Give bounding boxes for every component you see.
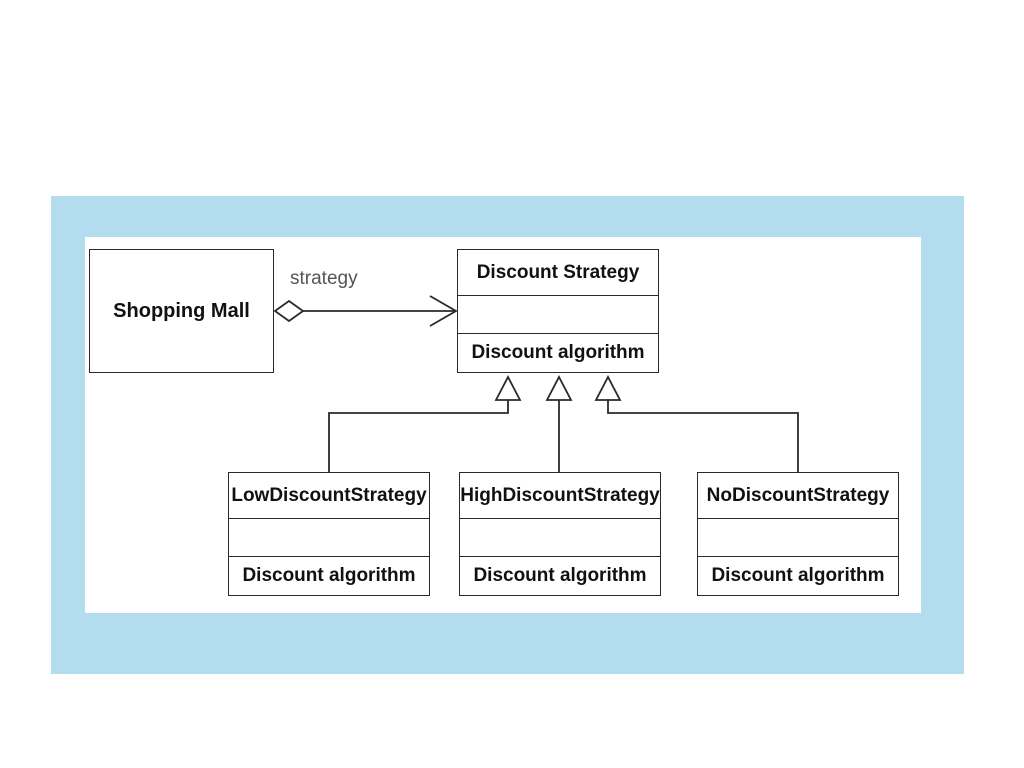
shopping-mall-label: Shopping Mall	[113, 299, 250, 322]
shopping-mall-class: Shopping Mall	[89, 249, 274, 373]
class-attributes	[229, 519, 429, 557]
strategy-association-label: strategy	[290, 268, 358, 289]
realization-low	[328, 375, 522, 472]
class-operation: Discount algorithm	[711, 564, 885, 586]
inheritance-triangle-icon	[545, 375, 573, 401]
arrowhead-icon	[429, 295, 458, 327]
class-operation: Discount algorithm	[242, 564, 416, 586]
class-attributes	[460, 519, 660, 557]
class-name: LowDiscountStrategy	[229, 473, 429, 519]
class-operation: Discount algorithm	[471, 341, 645, 363]
no-discount-strategy-class: NoDiscountStrategy Discount algorithm	[697, 472, 899, 596]
realization-high	[545, 375, 573, 472]
class-name: HighDiscountStrategy	[460, 473, 660, 519]
aggregation-connector	[273, 295, 458, 327]
class-name: Discount Strategy	[458, 250, 658, 296]
low-discount-strategy-class: LowDiscountStrategy Discount algorithm	[228, 472, 430, 596]
aggregation-diamond-icon	[273, 299, 305, 323]
class-attributes	[698, 519, 898, 557]
class-operation: Discount algorithm	[473, 564, 647, 586]
discount-strategy-class: Discount Strategy Discount algorithm	[457, 249, 659, 373]
inheritance-triangle-icon	[494, 375, 522, 401]
realization-no	[594, 375, 799, 472]
high-discount-strategy-class: HighDiscountStrategy Discount algorithm	[459, 472, 661, 596]
class-name: NoDiscountStrategy	[698, 473, 898, 519]
class-attributes	[458, 296, 658, 334]
inheritance-triangle-icon	[594, 375, 622, 401]
